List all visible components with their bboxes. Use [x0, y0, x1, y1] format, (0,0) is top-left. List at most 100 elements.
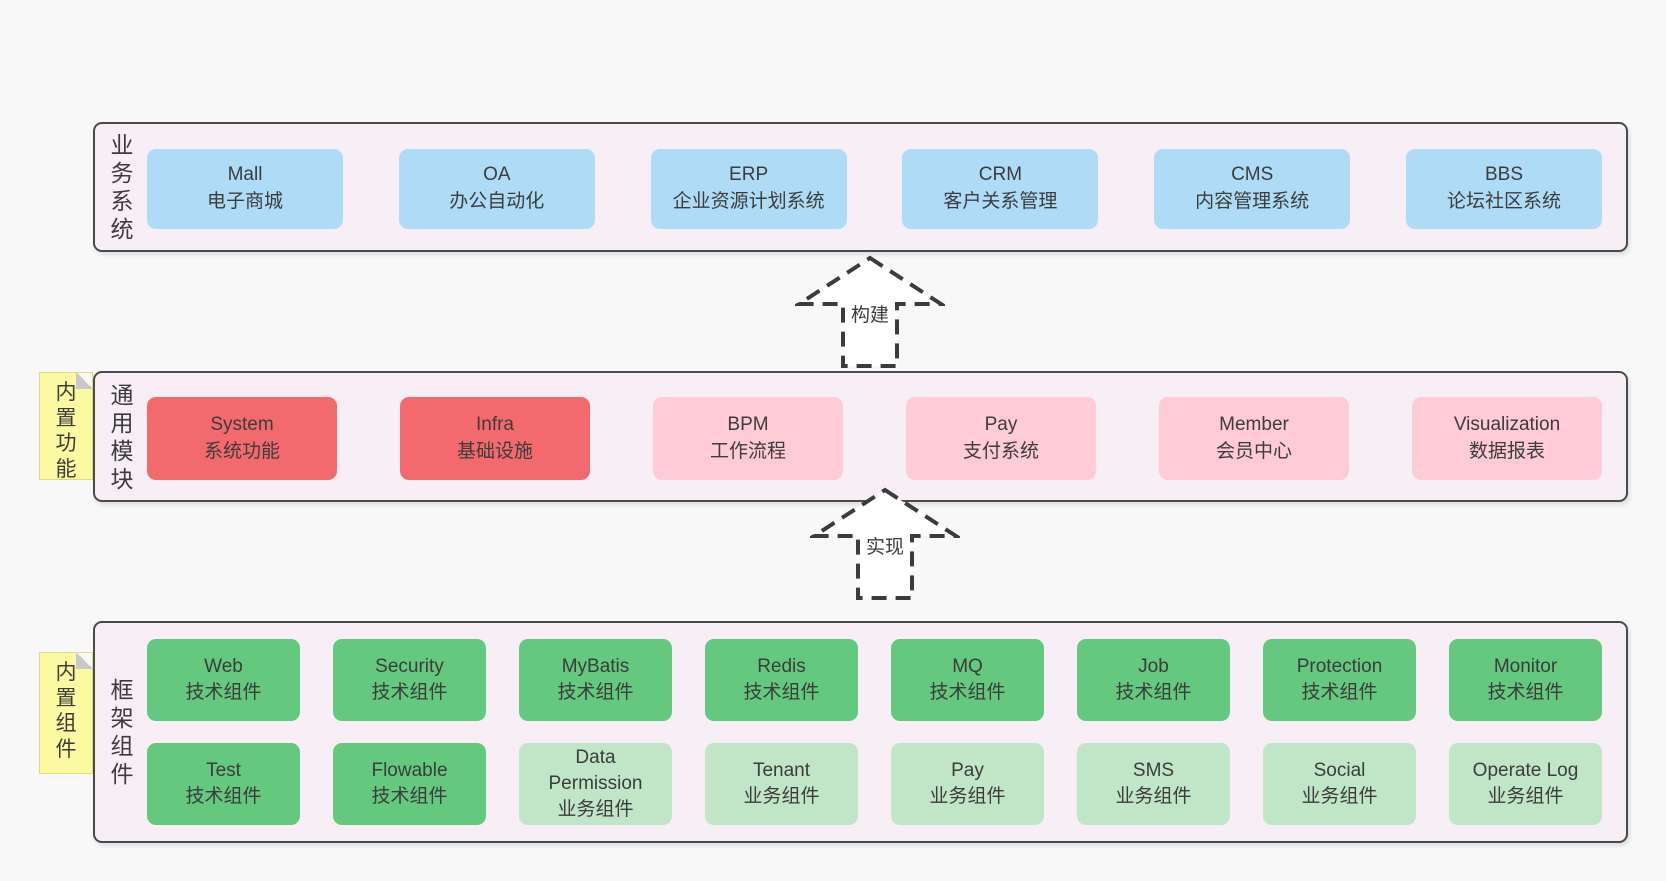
- box-test: Test 技术组件: [147, 743, 300, 825]
- box-title: Protection: [1296, 656, 1383, 678]
- box-title: MQ: [952, 656, 983, 678]
- common-modules-row: System 系统功能 Infra 基础设施 BPM 工作流程 Pay 支付系统 Mem…: [147, 397, 1602, 480]
- build-arrow-label: 构建: [847, 300, 893, 327]
- box-operate-log: Operate Log 业务组件: [1449, 743, 1602, 825]
- folded-corner-icon: [76, 653, 92, 669]
- box-title: BPM: [727, 413, 769, 435]
- box-subtitle: 技术组件: [1487, 682, 1564, 703]
- box-tenant: Tenant 业务组件: [705, 743, 858, 825]
- box-mq: MQ 技术组件: [891, 639, 1044, 721]
- box-erp: ERP 企业资源计划系统: [650, 149, 847, 229]
- box-bbs: BBS 论坛社区系统: [1405, 149, 1602, 229]
- common-modules-label: 通用模块: [110, 381, 134, 492]
- box-cms: CMS 内容管理系统: [1154, 149, 1351, 229]
- box-mall: Mall 电子商城: [147, 149, 343, 229]
- box-title: Monitor: [1493, 656, 1558, 678]
- box-title: SMS: [1132, 760, 1175, 782]
- box-subtitle: 技术组件: [371, 786, 448, 807]
- box-subtitle: 系统功能: [203, 440, 280, 462]
- box-title: Tenant: [752, 760, 811, 782]
- common-modules-panel: 通用模块 System 系统功能 Infra 基础设施 BPM 工作流程 Pay 支付系…: [93, 371, 1628, 502]
- box-subtitle: 基础设施: [456, 440, 533, 462]
- box-protection: Protection 技术组件: [1263, 639, 1416, 721]
- box-system: System 系统功能: [147, 397, 337, 480]
- builtin-components-note: 内置组件: [39, 652, 93, 774]
- box-subtitle: 企业资源计划系统: [672, 191, 825, 212]
- framework-components-label: 框架组件: [110, 676, 134, 788]
- box-infra: Infra 基础设施: [400, 397, 590, 480]
- box-title: Job: [1138, 656, 1169, 678]
- box-subtitle: 论坛社区系统: [1446, 191, 1561, 212]
- folded-corner-icon: [76, 373, 92, 389]
- box-member: Member 会员中心: [1159, 397, 1349, 480]
- implement-arrow: 实现: [810, 487, 960, 601]
- builtin-functions-note-text: 内置功能: [55, 381, 77, 480]
- box-subtitle: 技术组件: [185, 682, 262, 703]
- box-subtitle: 支付系统: [962, 440, 1039, 462]
- box-title: Infra: [475, 413, 515, 435]
- box-subtitle: 业务组件: [1301, 786, 1378, 807]
- box-crm: CRM 客户关系管理: [902, 149, 1099, 229]
- box-subtitle: 技术组件: [1115, 682, 1192, 703]
- box-subtitle: 业务组件: [743, 786, 820, 807]
- box-title: Test: [206, 760, 241, 782]
- box-monitor: Monitor 技术组件: [1449, 639, 1602, 721]
- builtin-components-note-text: 内置组件: [55, 661, 77, 761]
- box-subtitle: 业务组件: [557, 798, 634, 820]
- box-subtitle: 内容管理系统: [1195, 191, 1310, 212]
- business-systems-label: 业务系统: [110, 131, 134, 243]
- box-subtitle: 电子商城: [206, 191, 283, 212]
- box-title: BBS: [1484, 164, 1523, 186]
- box-title: System: [210, 413, 274, 435]
- box-title: Redis: [757, 656, 806, 678]
- box-title: Data Permission: [548, 747, 643, 795]
- box-subtitle: 业务组件: [1115, 786, 1192, 807]
- box-subtitle: 会员中心: [1215, 440, 1292, 462]
- box-sms: SMS 业务组件: [1077, 743, 1230, 825]
- box-pay-component: Pay 业务组件: [891, 743, 1044, 825]
- box-title: ERP: [729, 164, 769, 186]
- box-security: Security 技术组件: [333, 639, 486, 721]
- box-subtitle: 技术组件: [929, 682, 1006, 703]
- box-subtitle: 客户关系管理: [943, 191, 1058, 212]
- box-subtitle: 技术组件: [743, 682, 820, 703]
- box-subtitle: 业务组件: [929, 786, 1006, 807]
- box-subtitle: 办公自动化: [449, 191, 545, 212]
- box-mybatis: MyBatis 技术组件: [519, 639, 672, 721]
- box-subtitle: 技术组件: [1301, 682, 1378, 703]
- box-title: Pay: [951, 760, 984, 782]
- box-subtitle: 技术组件: [557, 682, 634, 703]
- box-title: Operate Log: [1472, 760, 1579, 782]
- box-title: Flowable: [371, 760, 448, 782]
- box-subtitle: 业务组件: [1487, 786, 1564, 807]
- box-title: Pay: [984, 413, 1018, 435]
- box-title: CMS: [1231, 164, 1274, 186]
- box-title: Member: [1219, 413, 1289, 435]
- box-title: Mall: [227, 164, 263, 186]
- box-redis: Redis 技术组件: [705, 639, 858, 721]
- box-flowable: Flowable 技术组件: [333, 743, 486, 825]
- box-title: CRM: [978, 164, 1023, 186]
- build-arrow: 构建: [795, 255, 945, 369]
- implement-arrow-label: 实现: [862, 532, 908, 559]
- builtin-functions-note: 内置功能: [39, 372, 93, 480]
- framework-components-row-2: Test 技术组件 Flowable 技术组件 Data Permission 业务组…: [147, 743, 1602, 825]
- box-subtitle: 技术组件: [185, 786, 262, 807]
- box-subtitle: 数据报表: [1468, 440, 1545, 462]
- box-title: MyBatis: [561, 656, 630, 678]
- box-job: Job 技术组件: [1077, 639, 1230, 721]
- box-subtitle: 工作流程: [709, 440, 786, 462]
- box-data-permission: Data Permission 业务组件: [519, 743, 672, 825]
- box-title: Security: [375, 656, 444, 678]
- box-bpm: BPM 工作流程: [653, 397, 843, 480]
- box-subtitle: 技术组件: [371, 682, 448, 703]
- box-pay-module: Pay 支付系统: [906, 397, 1096, 480]
